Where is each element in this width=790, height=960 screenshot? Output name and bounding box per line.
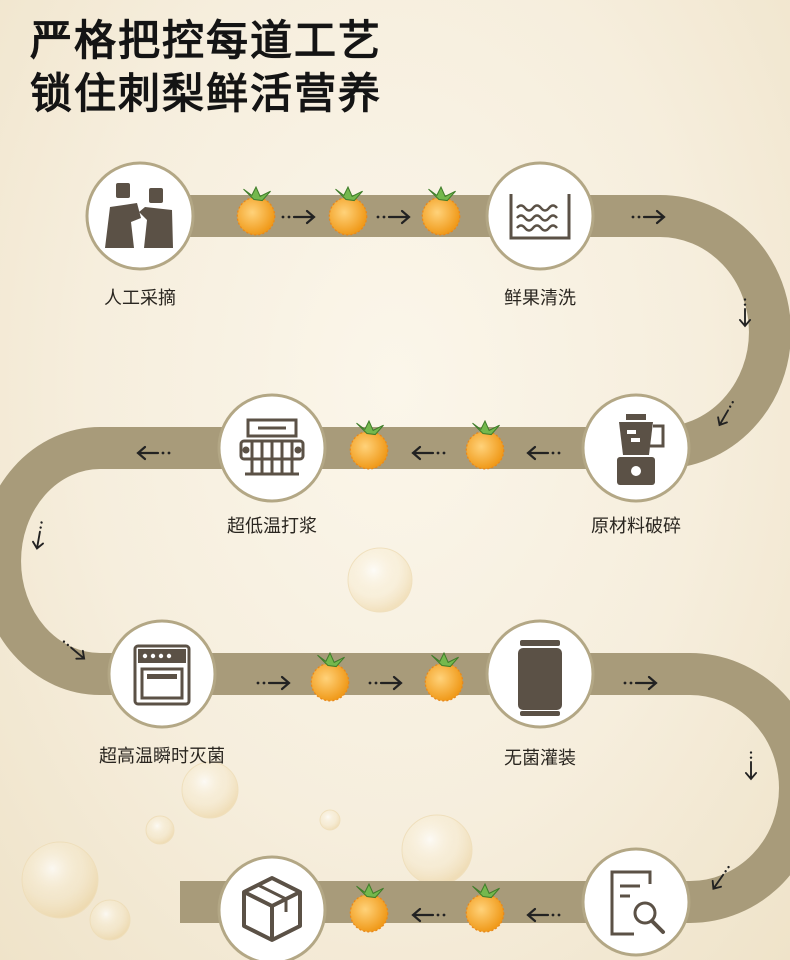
step-6-aseptic-filling [487,621,593,727]
step-label-uht-sterilization: 超高温瞬时灭菌 [99,742,225,768]
step-label-fruit-washing: 鲜果清洗 [504,284,576,310]
step-label-aseptic-filling: 无菌灌装 [504,744,576,770]
step-label-ultra-low-temp-pulping: 超低温打浆 [227,512,317,538]
step-4-ultra-low-temp-pulping [219,395,325,501]
step-5-uht-sterilization [109,621,215,727]
step-label-manual-picking: 人工采摘 [104,284,176,310]
step-7-inspection [583,849,689,955]
step-1-manual-picking [87,163,193,269]
step-2-fruit-washing [487,163,593,269]
step-label-raw-material-crushing: 原材料破碎 [591,512,681,538]
step-3-raw-material-crushing [583,395,689,501]
step-8-packaging [219,857,325,960]
can-icon [518,640,562,716]
